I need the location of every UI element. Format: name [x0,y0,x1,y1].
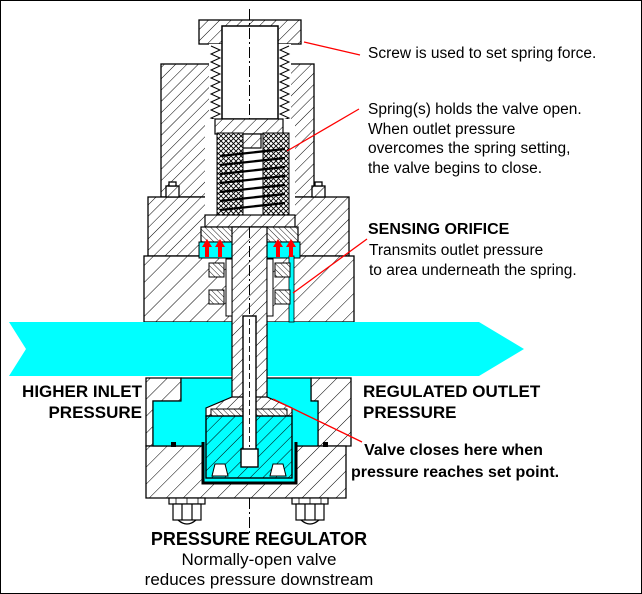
spring-annotation-line: When outlet pressure [368,120,516,138]
plug-bolt-left [211,463,229,477]
valve-stem-rod [240,315,259,468]
spring-annotation: Spring(s) holds the valve open. When out… [368,100,582,178]
valve-close-annotation: Valve closes here when pressure reaches … [351,440,560,483]
outlet-pressure-label: REGULATED OUTLET PRESSURE [363,382,540,423]
inlet-pressure-line: HIGHER INLET [22,382,142,401]
sensing-orifice-note-line: to area underneath the spring. [369,261,577,279]
stem-guide-left [225,258,233,317]
caption-title: PRESSURE REGULATOR [150,529,368,549]
spring-annotation-line: the valve begins to close. [368,159,543,177]
spring-annotation-line: overcomes the spring setting, [368,140,571,157]
inlet-pressure-line: PRESSURE [48,402,142,422]
screw-annotation: Screw is used to set spring force. [368,45,597,62]
outlet-pressure-line: PRESSURE [363,402,457,422]
leader-valve-close [272,398,363,443]
stem-seals [208,262,291,305]
spring-assembly [204,118,296,228]
sensing-orifice-note-line: Transmits outlet pressure [369,242,544,259]
stem-guide-right [266,258,274,317]
spring-annotation-line: Spring(s) holds the valve open. [368,101,582,118]
leader-lines [272,41,368,443]
inlet-pressure-label: HIGHER INLET PRESSURE [6,382,142,423]
adjusting-screw-threads [209,44,291,123]
caption-line: Normally-open valve [181,550,337,569]
bottom-bolts [168,497,329,525]
sensing-orifice-note: Transmits outlet pressure to area undern… [369,241,577,280]
plug-bolt-right [269,463,287,477]
sensing-pressure-up-arrows [202,239,296,257]
valve-close-line: pressure reaches set point. [351,463,560,481]
leader-sensing-orifice [292,238,368,294]
figure-caption: PRESSURE REGULATOR Normally-open valve r… [104,529,414,589]
leader-screw [303,41,361,56]
leader-spring [286,108,360,152]
valve-close-line: Valve closes here when [364,442,543,459]
caption-line: reduces pressure downstream [144,569,374,589]
outlet-pressure-line: REGULATED OUTLET [363,382,541,401]
sensing-orifice-title: SENSING ORIFICE [368,221,510,238]
spring-coils [219,147,286,212]
